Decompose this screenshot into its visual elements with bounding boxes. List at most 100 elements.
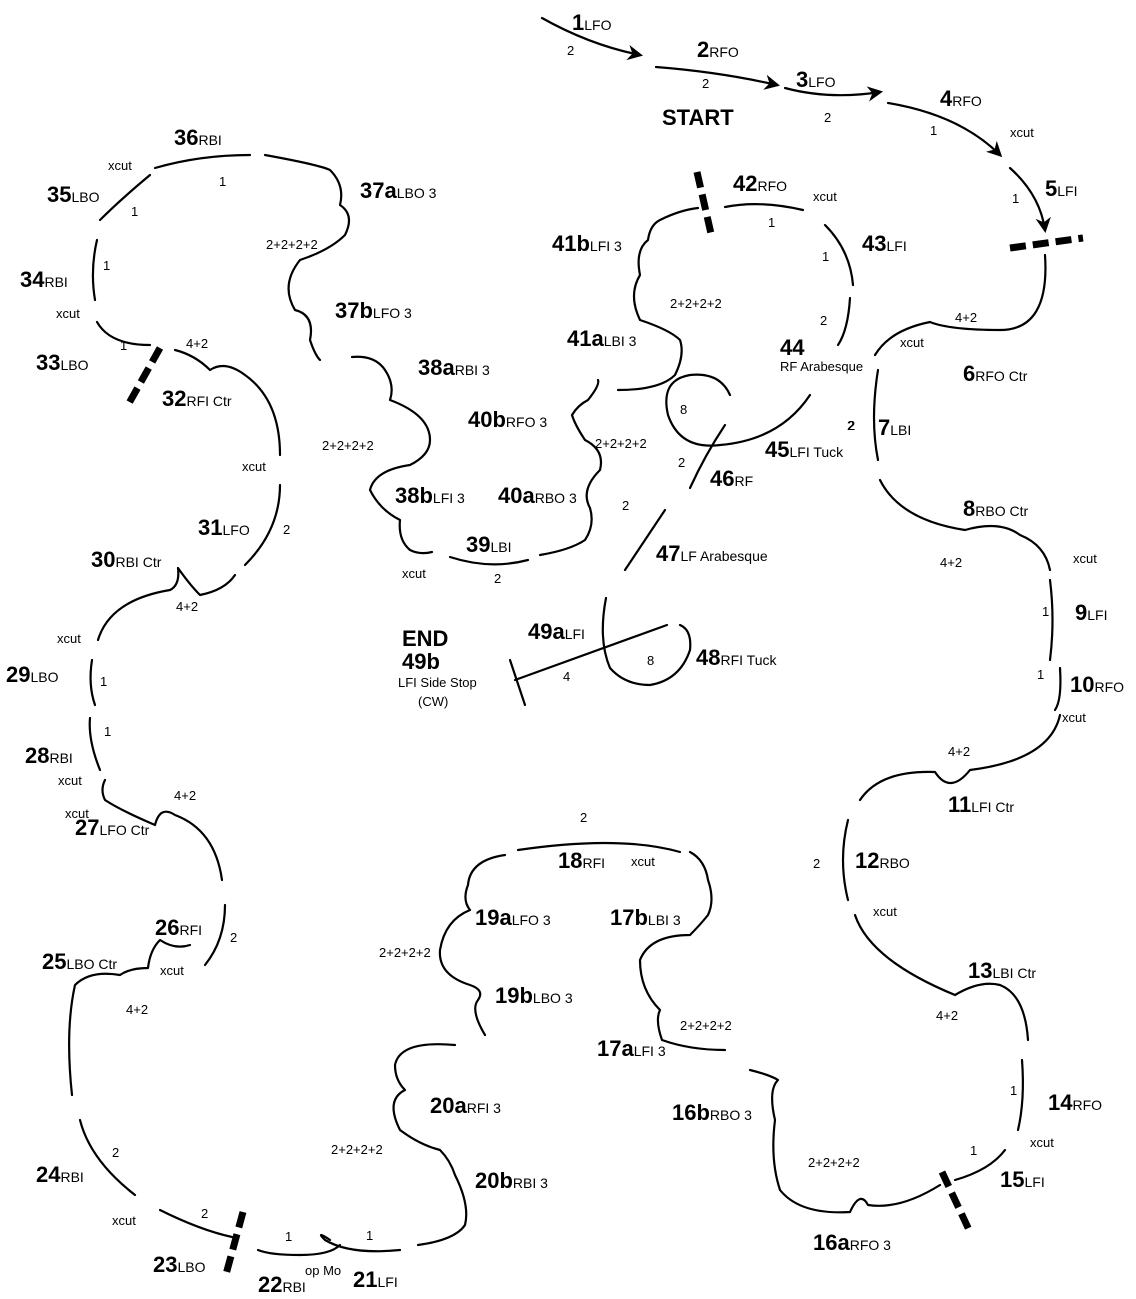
step-edge: LFI bbox=[377, 1274, 397, 1290]
step-edge: RBI 3 bbox=[513, 1175, 548, 1191]
trace-step-16 bbox=[748, 1068, 942, 1214]
step-edge: LBI 3 bbox=[604, 333, 637, 349]
step-number: 49a bbox=[528, 619, 565, 644]
step-edge: LBO bbox=[71, 189, 99, 205]
trace-step-9 bbox=[1048, 578, 1054, 662]
beat-count: 1 bbox=[1010, 1083, 1017, 1098]
step-label-26: 26RFI bbox=[155, 915, 202, 940]
trace-step-25 bbox=[68, 938, 192, 1097]
step-label-30: 30RBI Ctr bbox=[91, 547, 162, 572]
step-label-7: 7LBI bbox=[878, 415, 911, 440]
trace-step-6 bbox=[873, 253, 1047, 357]
step-number: 36 bbox=[174, 125, 198, 150]
xcut-label: xcut bbox=[1010, 125, 1034, 140]
step-label-12: 12RBO bbox=[855, 848, 910, 873]
step-label-11: 11LFI Ctr bbox=[948, 792, 1014, 817]
xcut-label: xcut bbox=[65, 806, 89, 821]
trace-step-14 bbox=[1016, 1058, 1024, 1132]
step-edge: LBO bbox=[30, 669, 58, 685]
step-label-45: 45LFI Tuck bbox=[765, 437, 844, 462]
step-number: 22 bbox=[258, 1272, 282, 1297]
step-label-13: 13LBI Ctr bbox=[968, 958, 1036, 983]
step-number: 38b bbox=[395, 483, 433, 508]
trace-step-24 bbox=[78, 1118, 137, 1197]
step-label-46: 46RF bbox=[710, 466, 753, 491]
step-edge: RFO bbox=[1072, 1097, 1102, 1113]
step-edge: RBI bbox=[49, 750, 72, 766]
step-number: 45 bbox=[765, 437, 789, 462]
step-label-20b: 20bRBI 3 bbox=[475, 1168, 548, 1193]
beat-count: 2+2+2+2 bbox=[680, 1018, 732, 1033]
beat-count: 1 bbox=[285, 1229, 292, 1244]
step-number: 20a bbox=[430, 1093, 467, 1118]
step-label-2: 2RFO bbox=[697, 37, 739, 62]
step-edge: LFO bbox=[808, 74, 835, 90]
trace-step-31 bbox=[243, 483, 282, 567]
step-label-5: 5LFI bbox=[1045, 176, 1077, 201]
trace-step-43 bbox=[823, 223, 855, 287]
step-number: 26 bbox=[155, 915, 179, 940]
step-number: 23 bbox=[153, 1252, 177, 1277]
step-label-21: 21LFI bbox=[353, 1267, 398, 1292]
beat-count: 2+2+2+2 bbox=[322, 438, 374, 453]
step-label-19b: 19bLBO 3 bbox=[495, 983, 573, 1008]
step-edge: RBO Ctr bbox=[975, 503, 1028, 519]
step-label-35: 35LBO bbox=[47, 182, 100, 207]
position-markers bbox=[124, 171, 1084, 1279]
step-edge: RBI bbox=[60, 1169, 83, 1185]
trace-step-35 bbox=[98, 173, 152, 222]
step-number: 7 bbox=[878, 415, 890, 440]
step-number: 15 bbox=[1000, 1167, 1024, 1192]
beat-count: 4+2 bbox=[186, 336, 208, 351]
step-label-20a: 20aRFI 3 bbox=[430, 1093, 501, 1118]
beat-count: 2+2+2+2 bbox=[331, 1142, 383, 1157]
step-number: 41a bbox=[567, 326, 604, 351]
end-element-number: 49b bbox=[402, 649, 440, 674]
step-number: 35 bbox=[47, 182, 71, 207]
beat-count: 2 bbox=[622, 498, 629, 513]
step-edge: LBO 3 bbox=[397, 185, 437, 201]
beat-count: 1 bbox=[131, 204, 138, 219]
trace-step-44 bbox=[836, 296, 852, 347]
trace-step-29 bbox=[89, 658, 97, 707]
step-label-36: 36RBI bbox=[174, 125, 222, 150]
step-edge: LFO Ctr bbox=[99, 822, 149, 838]
trace-step-45 bbox=[665, 373, 812, 447]
step-number: 24 bbox=[36, 1162, 61, 1187]
beat-count: 2 bbox=[678, 455, 685, 470]
step-edge: LBO bbox=[60, 357, 88, 373]
trace-step-48 bbox=[601, 596, 692, 687]
step-number: 1 bbox=[572, 10, 584, 35]
trace-step-2 bbox=[654, 65, 781, 90]
step-number: 16a bbox=[813, 1230, 850, 1255]
step-label-49a: 49aLFI bbox=[528, 619, 585, 644]
step-label-42: 42RFO bbox=[733, 171, 787, 196]
step-label-16a: 16aRFO 3 bbox=[813, 1230, 891, 1255]
op-mo-label: op Mo bbox=[305, 1263, 341, 1278]
beat-count: 1 bbox=[768, 215, 775, 230]
trace-step-34 bbox=[91, 238, 99, 302]
trace-step-11 bbox=[858, 713, 1062, 802]
beat-count: 2 bbox=[494, 571, 501, 586]
step-number: 37a bbox=[360, 178, 397, 203]
xcut-label: xcut bbox=[1073, 551, 1097, 566]
trace-step-13 bbox=[853, 913, 1030, 1042]
step-number: 11 bbox=[948, 792, 971, 817]
xcut-label: xcut bbox=[58, 773, 82, 788]
beat-count: 2 bbox=[201, 1206, 208, 1221]
step-number: 46 bbox=[710, 466, 734, 491]
step-label-32: 32RFI Ctr bbox=[162, 386, 232, 411]
step-label-22: 22RBI bbox=[258, 1272, 306, 1297]
marker-32 bbox=[124, 346, 164, 407]
crosscut-labels: xcutxcutxcutxcutxcutxcutxcutxcutxcutxcut… bbox=[56, 125, 1097, 1228]
marker-23 bbox=[221, 1211, 247, 1279]
trace-step-15 bbox=[953, 1148, 1007, 1182]
step-edge: LFI bbox=[1057, 183, 1077, 199]
step-edge: RBO 3 bbox=[710, 1107, 752, 1123]
beat-count: 2+2+2+2 bbox=[595, 436, 647, 451]
step-number: 17a bbox=[597, 1036, 634, 1061]
beat-count: 2 bbox=[702, 76, 709, 91]
beat-count: 4 bbox=[563, 669, 570, 684]
step-number: 47 bbox=[656, 541, 680, 566]
